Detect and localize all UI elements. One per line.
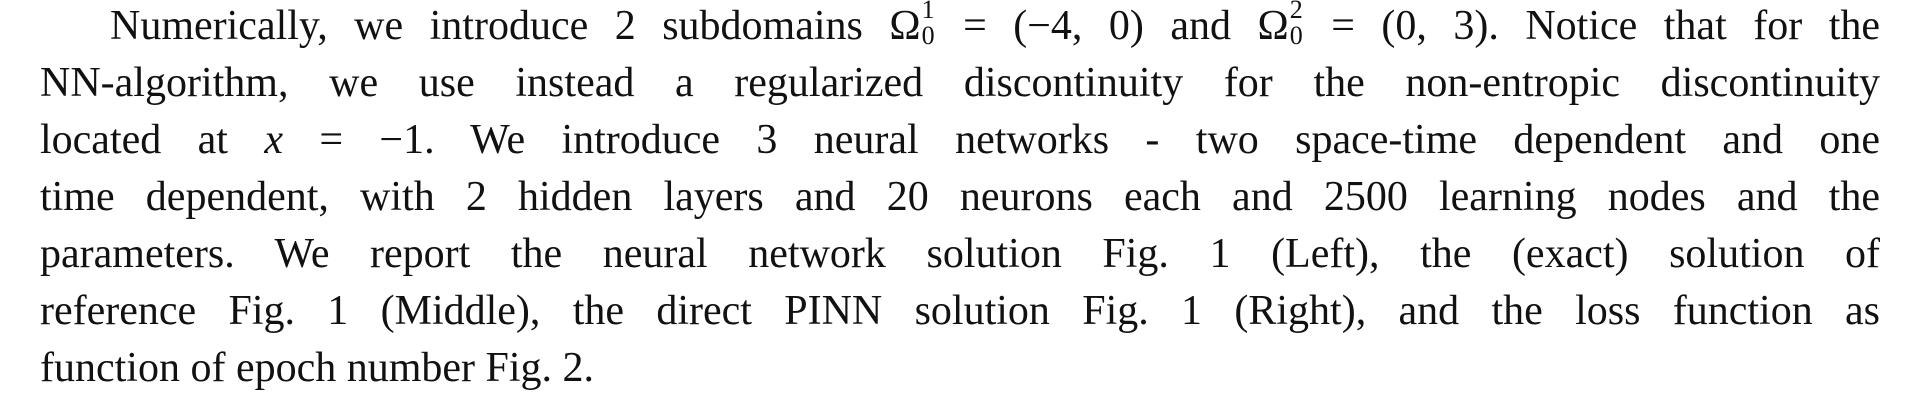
document-page: Numerically, we introduce 2 subdomains Ω…	[40, 0, 1880, 405]
paragraph-line-7: function of epoch number Fig. 2.	[40, 345, 595, 391]
paragraph-line-5: parameters. We report the neural network…	[40, 231, 1880, 277]
line-1-text-a: Numerically, we introduce 2 subdomains	[110, 3, 890, 49]
omega-symbol-2: Ω	[1257, 3, 1289, 49]
paragraph-line-2: NN-algorithm, we use instead a regulariz…	[40, 60, 1880, 106]
variable-x: x	[264, 117, 283, 163]
paragraph-line-3: located at x = −1. We introduce 3 neural…	[40, 112, 1880, 169]
line-1-text-b: = (−4, 0) and	[936, 3, 1258, 49]
paragraph-line-4: time dependent, with 2 hidden layers and…	[40, 174, 1880, 220]
omega-1-subscript: 0	[921, 21, 935, 51]
paragraph-line-6: reference Fig. 1 (Middle), the direct PI…	[40, 288, 1880, 334]
line-3-text-b: = −1. We introduce 3 neural networks - t…	[282, 117, 1881, 163]
omega-1-superscript: 1	[921, 0, 935, 25]
omega-2-subscript: 0	[1289, 21, 1303, 51]
line-3-text-a: located at	[40, 117, 265, 163]
omega-2-superscript: 2	[1289, 0, 1303, 25]
paragraph-line-1: Numerically, we introduce 2 subdomains Ω…	[40, 0, 1880, 55]
body-paragraph: Numerically, we introduce 2 subdomains Ω…	[40, 0, 1880, 397]
line-1-text-c: = (0, 3). Notice that for the	[1304, 3, 1880, 49]
omega-symbol-1: Ω	[889, 3, 921, 49]
